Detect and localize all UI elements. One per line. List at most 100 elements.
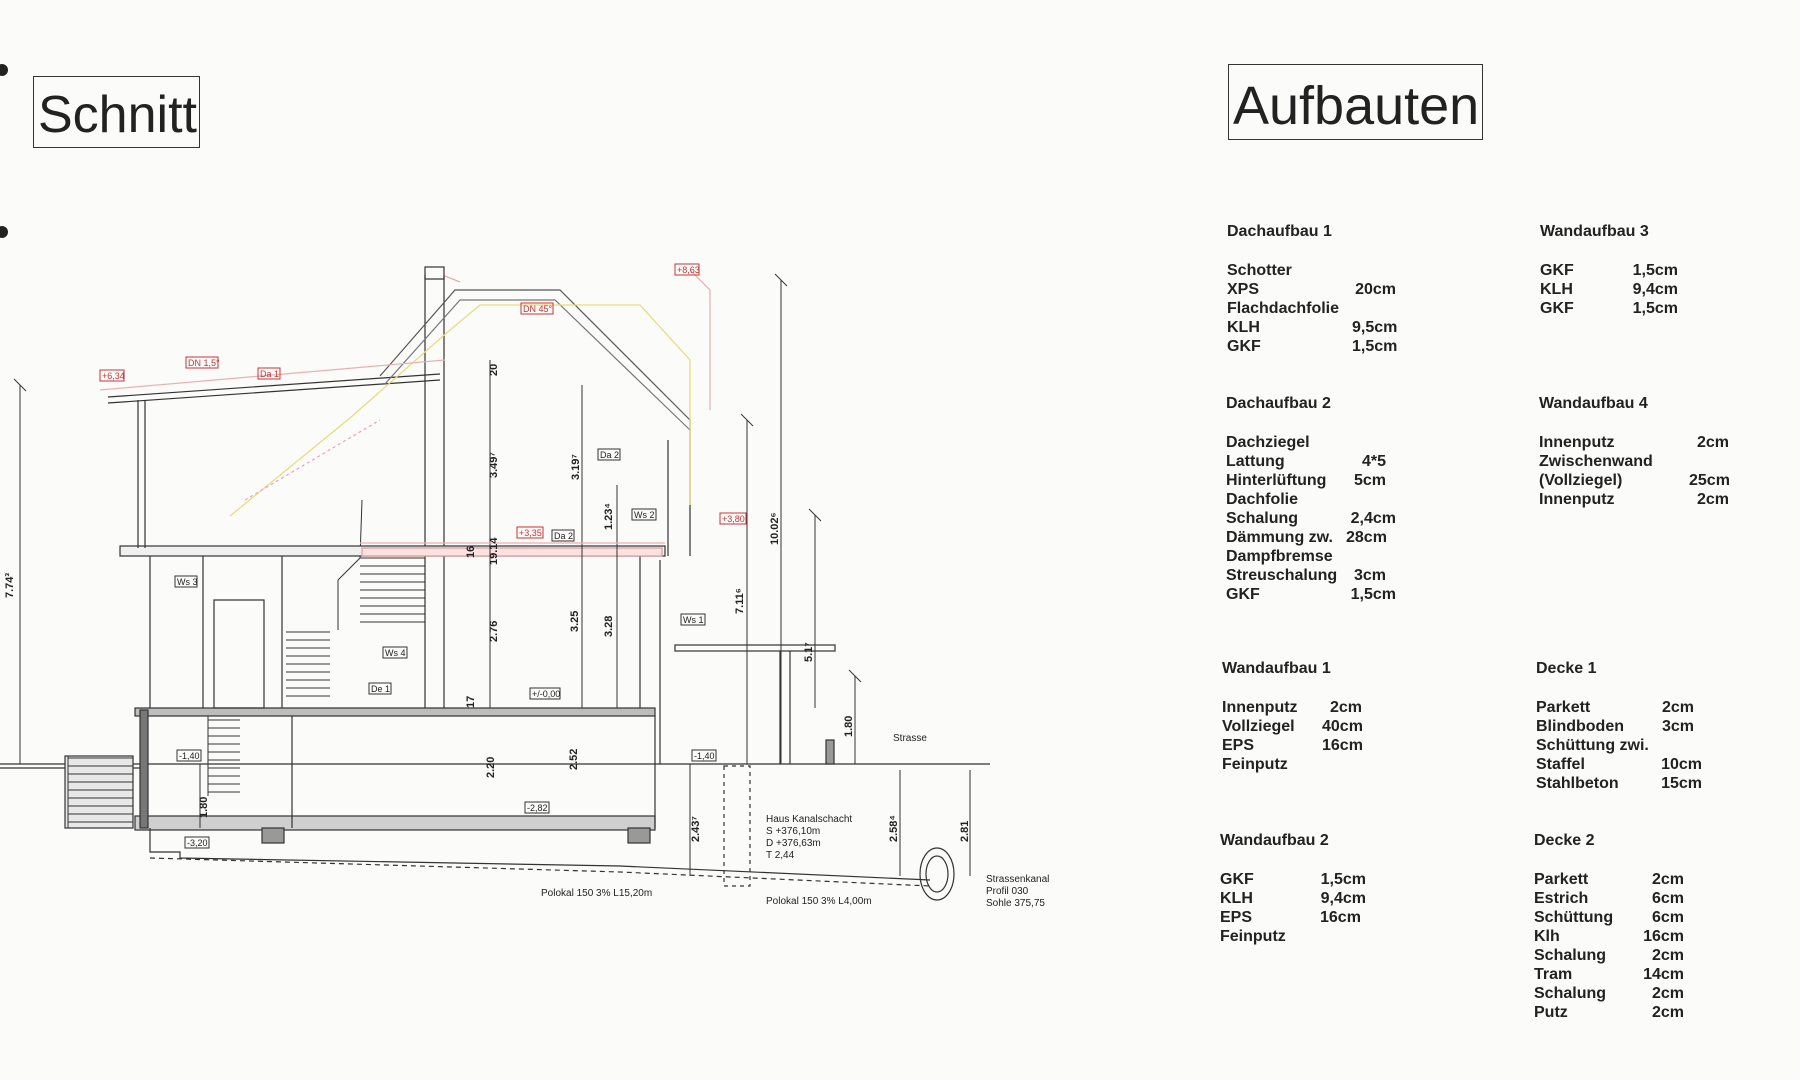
note-strasse: Strasse [893, 733, 927, 744]
layer-name: Streuschalung [1226, 567, 1338, 584]
dim-d3: 3.19⁷ [570, 454, 582, 480]
layer-name: Schalung [1226, 510, 1299, 527]
layer-value: 1,5cm [1632, 262, 1678, 279]
dim-d20: 16 [465, 546, 477, 558]
layer-name: GKF [1220, 871, 1254, 888]
layer-name: KLH [1540, 281, 1573, 298]
dim-d21: 17 [465, 696, 477, 708]
tag-t7: Ws 2 [634, 510, 655, 520]
dim-d4: 10.02⁶ [769, 512, 781, 545]
list-item: GKF 1,5cm [1540, 299, 1678, 318]
layer-name: Lattung [1226, 453, 1285, 470]
list-item: Schüttung zwi. [1536, 736, 1702, 755]
layer-value: 1,5cm [1632, 300, 1678, 317]
dim-d17: 2.81 [959, 821, 971, 842]
level-l4: +3,80 [722, 514, 745, 524]
tag-t1: DN 1,5° [188, 358, 220, 368]
layer-name: GKF [1227, 338, 1261, 355]
layer-name: Dämmung zw. [1226, 529, 1333, 546]
layer-name: XPS [1227, 281, 1260, 298]
level-l9: -3,20 [187, 838, 208, 848]
layer-name: GKF [1540, 300, 1574, 317]
note-strassenkanal-3: Sohle 375,75 [986, 898, 1045, 909]
layer-name: Zwischenwand [1539, 453, 1653, 470]
layer-value: 2cm [1696, 434, 1729, 451]
layer-name: Innenputz [1539, 491, 1615, 508]
layer-name: Feinputz [1220, 928, 1286, 945]
section-heading: Dachaufbau 1 [1227, 223, 1332, 240]
layer-name: Blindboden [1536, 718, 1624, 735]
layer-name: Schotter [1227, 262, 1292, 279]
layer-name: Dachziegel [1226, 434, 1310, 451]
layer-name: Vollziegel [1222, 718, 1295, 735]
layer-name: Feinputz [1222, 756, 1288, 773]
tag-t8: Ws 1 [683, 615, 704, 625]
section-heading: Wandaufbau 4 [1539, 395, 1648, 412]
layer-value [1346, 433, 1396, 452]
dim-d19: 20 [488, 364, 500, 376]
layer-value: 5cm [1353, 472, 1386, 489]
layer-name: GKF [1540, 262, 1574, 279]
level-l7: -1,40 [694, 751, 715, 761]
dim-d8: 2.76 [488, 621, 500, 642]
layer-name: Flachdachfolie [1227, 300, 1340, 317]
layer-value: 9,5cm [1352, 319, 1398, 336]
layer-value: 9,4cm [1632, 281, 1678, 298]
layer-value: 14cm [1643, 966, 1684, 983]
aufbauten-title: Aufbauten [1228, 64, 1484, 140]
layer-value [1646, 736, 1694, 755]
layer-value: 2cm [1696, 491, 1729, 508]
list-item: Zwischenwand [1539, 452, 1729, 471]
tag-t5: Da 2 [554, 531, 573, 541]
dim-d13: 1.80 [843, 716, 855, 737]
tag-t9: Ws 4 [385, 648, 406, 658]
dim-d2: 3.49⁷ [488, 452, 500, 478]
level-l2: +8,63 [677, 265, 700, 275]
section-wandaufbau-4: Wandaufbau 4 Innenputz 2cm Zwischenwand (… [1539, 394, 1730, 509]
dim-d14: 1.80 [198, 797, 210, 818]
note-pipe-1: Polokal 150 3% L15,20m [541, 888, 652, 899]
dim-d7: 19.14 [488, 537, 500, 565]
dim-d1: 7.74³ [4, 573, 16, 598]
list-item: Dämmung zw.28cm [1226, 528, 1396, 547]
layer-value [1352, 299, 1396, 318]
list-item: (Vollziegel)25cm [1539, 471, 1730, 490]
layer-name: Klh [1534, 928, 1560, 945]
layer-name: Schalung [1534, 985, 1607, 1002]
layer-name: Estrich [1534, 890, 1589, 907]
section-heading: Dachaufbau 2 [1226, 395, 1331, 412]
layer-value: 2cm [1329, 699, 1362, 716]
dim-d10: 3.28 [603, 616, 615, 637]
layer-name: EPS [1222, 737, 1255, 754]
layer-value: 1,5cm [1352, 338, 1398, 355]
level-l8: -2,82 [527, 803, 548, 813]
layer-name: EPS [1220, 909, 1253, 926]
list-item: GKF 1,5cm [1227, 337, 1398, 356]
dim-d15: 2.43⁷ [690, 816, 702, 842]
layer-name: Innenputz [1222, 699, 1298, 716]
list-item: Dachziegel [1226, 433, 1396, 452]
layer-value: 9,4cm [1320, 890, 1366, 907]
layer-value: 1,5cm [1350, 586, 1396, 603]
section-heading: Decke 2 [1534, 832, 1595, 849]
tag-t4: Da 2 [600, 450, 619, 460]
building-section-drawing: 7.74³ 3.49⁷ 3.19⁷ 10.02⁶ 7.11⁶ 1.23⁴ 19.… [0, 263, 1049, 909]
binder-hole-top [0, 64, 8, 76]
tag-t10: De 1 [371, 684, 390, 694]
layer-value: 15cm [1661, 775, 1702, 792]
list-item: Feinputz [1222, 755, 1362, 774]
dim-d12: 2.52 [568, 749, 580, 770]
dim-d18: 5.1⁷ [803, 642, 815, 662]
